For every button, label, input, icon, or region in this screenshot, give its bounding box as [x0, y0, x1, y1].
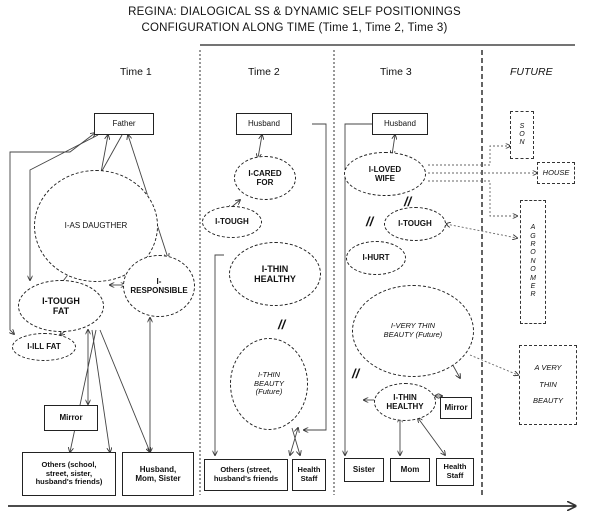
node-i-loved-wife: I-LOVED WIFE: [344, 152, 426, 196]
node-i-very-thin-beauty: I-VERY THIN BEAUTY (Future): [352, 285, 474, 377]
node-mirror-t3: Mirror: [440, 397, 472, 419]
node-i-tough-t2: I-TOUGH: [202, 206, 262, 238]
separator-mark-t3-low: //: [352, 366, 360, 381]
column-future: FUTURE: [510, 66, 553, 78]
column-time3: Time 3: [380, 66, 412, 78]
separator-mark-t2: //: [278, 317, 286, 332]
node-i-tough-t3: I-TOUGH: [384, 207, 446, 241]
node-husband-t3: Husband: [372, 113, 428, 135]
node-i-thin-healthy-t3: I-THIN HEALTHY: [374, 383, 436, 421]
edge-verythin-future: [469, 354, 518, 375]
node-i-thin-beauty-future: I-THIN BEAUTY (Future): [230, 338, 308, 430]
node-health-staff-t2: Health Staff: [292, 459, 326, 491]
node-health-staff-t3: Health Staff: [436, 458, 474, 486]
node-mirror-t1: Mirror: [44, 405, 98, 431]
edge-lovedwife-agronomer: [428, 180, 517, 216]
edge-toughfat-husband: [99, 329, 150, 452]
node-house: HOUSE: [537, 162, 575, 184]
node-agronomer: A G R O N O M E R: [520, 200, 546, 324]
node-others-t1: Others (school, street, sister, husband'…: [22, 452, 116, 496]
node-son: S O N: [510, 111, 534, 159]
node-father: Father: [94, 113, 154, 135]
node-sister: Sister: [344, 458, 384, 482]
edge-husband-caredfor: [258, 135, 262, 158]
edge-thinhealthy-healthstaff: [418, 418, 445, 455]
node-i-tough-fat: I-TOUGH FAT: [18, 280, 104, 332]
column-time2: Time 2: [248, 66, 280, 78]
edge-thinbeauty-healthstaff: [290, 428, 298, 455]
edge-lovedwife-son: [428, 146, 510, 166]
edge-husband3-sister: [345, 123, 373, 455]
node-i-responsible: I- RESPONSIBLE: [123, 255, 195, 317]
diagram-title-line1: REGINA: DIALOGICAL SS & DYNAMIC SELF POS…: [128, 6, 461, 18]
node-others-t2: Others (street, husband's friends: [204, 459, 288, 491]
edge-husband-healthstaff: [304, 123, 327, 430]
node-husband-t2: Husband: [236, 113, 292, 135]
diagram-title-line2: CONFIGURATION ALONG TIME (Time 1, Time 2…: [141, 22, 448, 34]
separator-mark-t3-mid: //: [366, 214, 374, 229]
separator-mark-t3-top: //: [404, 194, 412, 209]
node-i-ill-fat: I-ILL FAT: [12, 333, 76, 361]
column-time1: Time 1: [120, 66, 152, 78]
edge-toughfat-others: [91, 329, 110, 452]
edge-father-ill-fat: [10, 133, 95, 334]
edge-tough-others: [215, 254, 224, 455]
edge-thinbeauty-healthstaff2: [291, 427, 300, 455]
edge-husband3-lovedwife: [392, 135, 395, 155]
edge-father-tough-fat: [30, 134, 99, 280]
node-mom: Mom: [390, 458, 430, 482]
node-i-thin-healthy-t2: I-THIN HEALTHY: [229, 242, 321, 306]
node-i-hurt: I-HURT: [346, 241, 406, 275]
node-husband-mom-sister: Husband, Mom, Sister: [122, 452, 194, 496]
node-i-cared-for: I-CARED FOR: [234, 156, 296, 200]
node-a-very-thin-beauty: A VERY THIN BEAUTY: [519, 345, 577, 425]
edge-tough3-agronomer: [446, 224, 517, 238]
edge-toughfat-others2: [70, 329, 97, 452]
